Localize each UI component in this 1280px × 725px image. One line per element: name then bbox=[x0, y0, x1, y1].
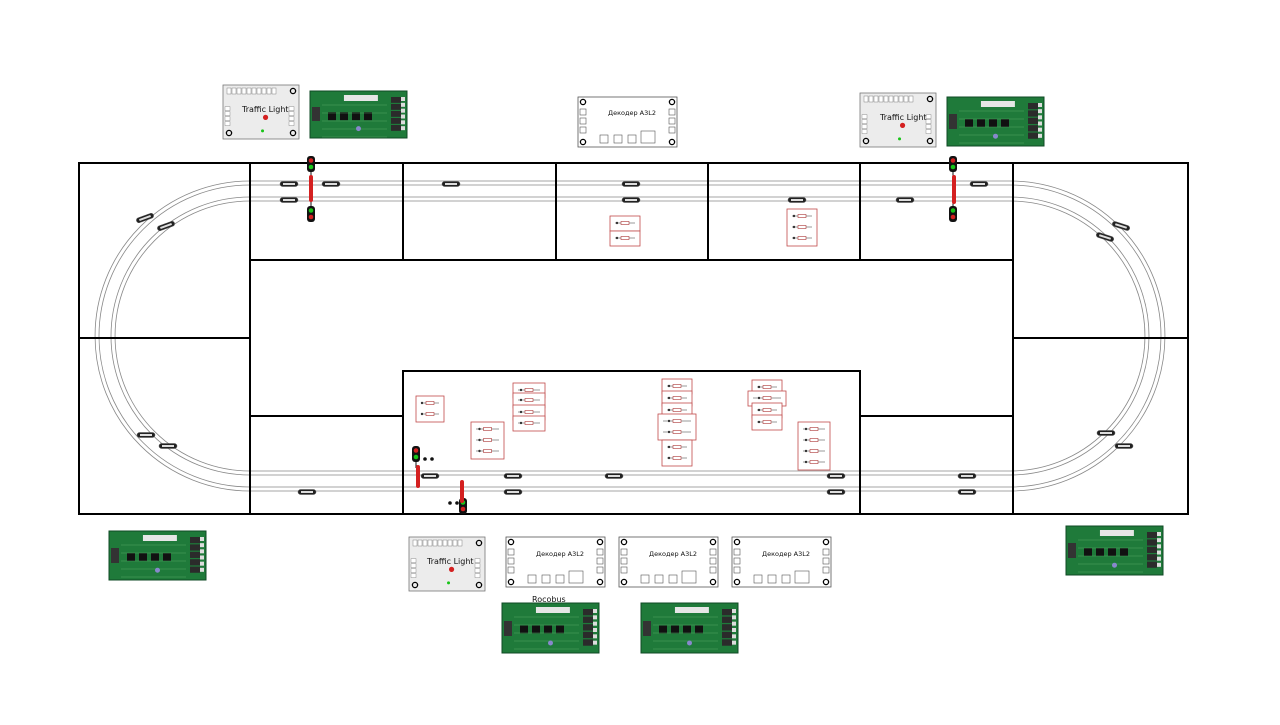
resistor-modules bbox=[415, 208, 831, 471]
track-sensor-icon bbox=[136, 213, 154, 223]
track-loop bbox=[94, 180, 1166, 492]
track-sensor-icon bbox=[604, 473, 624, 479]
traffic-light-module-icon bbox=[408, 536, 486, 592]
track-sensor-icon bbox=[621, 197, 641, 203]
decoder-module-icon bbox=[577, 96, 678, 148]
decoder-module-icon bbox=[731, 536, 832, 588]
resistor-module-icon bbox=[609, 230, 641, 247]
traffic-light-module-icon bbox=[859, 92, 937, 148]
signals bbox=[307, 156, 957, 514]
circuit-board-icon bbox=[501, 602, 600, 654]
resistor-module-icon bbox=[786, 208, 818, 247]
track-sensor-icon bbox=[279, 181, 299, 187]
track-sensor-icon bbox=[957, 489, 977, 495]
traffic-light-label-2: Traffic Light bbox=[879, 113, 927, 122]
decoder-label-3: Декодер A3L2 bbox=[649, 550, 697, 558]
resistor-module-icon bbox=[661, 439, 693, 467]
decoder-label-1: Декодер A3L2 bbox=[608, 109, 656, 117]
traffic-light-label-3: Traffic Light bbox=[426, 557, 474, 566]
inner-baseboard bbox=[402, 370, 861, 515]
track-sensor-icon bbox=[1112, 221, 1130, 231]
traffic-light-modules bbox=[222, 84, 937, 592]
traffic-signal-icon bbox=[949, 200, 957, 222]
traffic-signal-icon bbox=[307, 156, 315, 178]
resistor-module-icon bbox=[657, 413, 697, 441]
decoder-module-icon bbox=[618, 536, 719, 588]
track-sensors bbox=[136, 181, 1134, 495]
decoder-label-4: Декодер A3L2 bbox=[762, 550, 810, 558]
baseboard-frames bbox=[78, 162, 1189, 515]
indicator-dot bbox=[430, 457, 434, 461]
traffic-signal-icon bbox=[307, 200, 315, 222]
track-sensor-icon bbox=[297, 489, 317, 495]
track-sensor-icon bbox=[1114, 443, 1134, 449]
track-sensor-icon bbox=[441, 181, 461, 187]
track-sensor-icon bbox=[503, 473, 523, 479]
track-sensor-icon bbox=[957, 473, 977, 479]
track-sensor-icon bbox=[279, 197, 299, 203]
outer-track-rail-b bbox=[98, 184, 1162, 488]
circuit-board-icon bbox=[946, 96, 1045, 147]
track-sensor-icon bbox=[158, 443, 178, 449]
control-boards bbox=[108, 90, 1164, 654]
decoder-label-2: Декодер A3L2 bbox=[536, 550, 584, 558]
traffic-signal-icon bbox=[412, 446, 420, 468]
decoder-module-icon bbox=[505, 536, 606, 588]
track-sensor-icon bbox=[420, 473, 440, 479]
track-sensor-icon bbox=[157, 221, 175, 231]
track-sensor-icon bbox=[621, 181, 641, 187]
resistor-module-icon bbox=[609, 215, 641, 232]
rocobus-label: Rocobus bbox=[532, 595, 566, 604]
traffic-light-label-1: Traffic Light bbox=[241, 105, 289, 114]
track-sensor-icon bbox=[895, 197, 915, 203]
track-sensor-icon bbox=[969, 181, 989, 187]
track-sensor-icon bbox=[136, 432, 156, 438]
track-sensor-icon bbox=[321, 181, 341, 187]
circuit-board-icon bbox=[1065, 525, 1164, 576]
indicator-dot bbox=[423, 457, 427, 461]
outer-track-rail-a bbox=[94, 180, 1166, 492]
resistor-module-icon bbox=[512, 415, 546, 432]
track-sensor-icon bbox=[1096, 430, 1116, 436]
circuit-board-icon bbox=[640, 602, 739, 654]
resistor-module-icon bbox=[751, 414, 783, 431]
traffic-signal-icon bbox=[949, 156, 957, 178]
resistor-module-icon bbox=[661, 378, 693, 395]
traffic-light-module-icon bbox=[222, 84, 300, 140]
resistor-module-icon bbox=[415, 395, 445, 423]
inner-track-rail-b bbox=[114, 200, 1146, 472]
resistor-module-icon bbox=[797, 421, 831, 471]
decoders bbox=[505, 96, 832, 588]
track-sensor-icon bbox=[503, 489, 523, 495]
track-sensor-icon bbox=[1096, 232, 1114, 242]
resistor-module-icon bbox=[470, 421, 505, 460]
track-sensor-icon bbox=[787, 197, 807, 203]
track-sensor-icon bbox=[826, 489, 846, 495]
resistor-module-icon bbox=[747, 390, 787, 407]
circuit-board-icon bbox=[309, 90, 408, 139]
resistor-module-icon bbox=[751, 402, 783, 419]
resistor-module-icon bbox=[512, 392, 546, 409]
inner-track-rail-a bbox=[110, 196, 1150, 476]
track-sensor-icon bbox=[826, 473, 846, 479]
indicator-dot bbox=[455, 501, 459, 505]
circuit-board-icon bbox=[108, 530, 207, 581]
indicator-dot bbox=[448, 501, 452, 505]
